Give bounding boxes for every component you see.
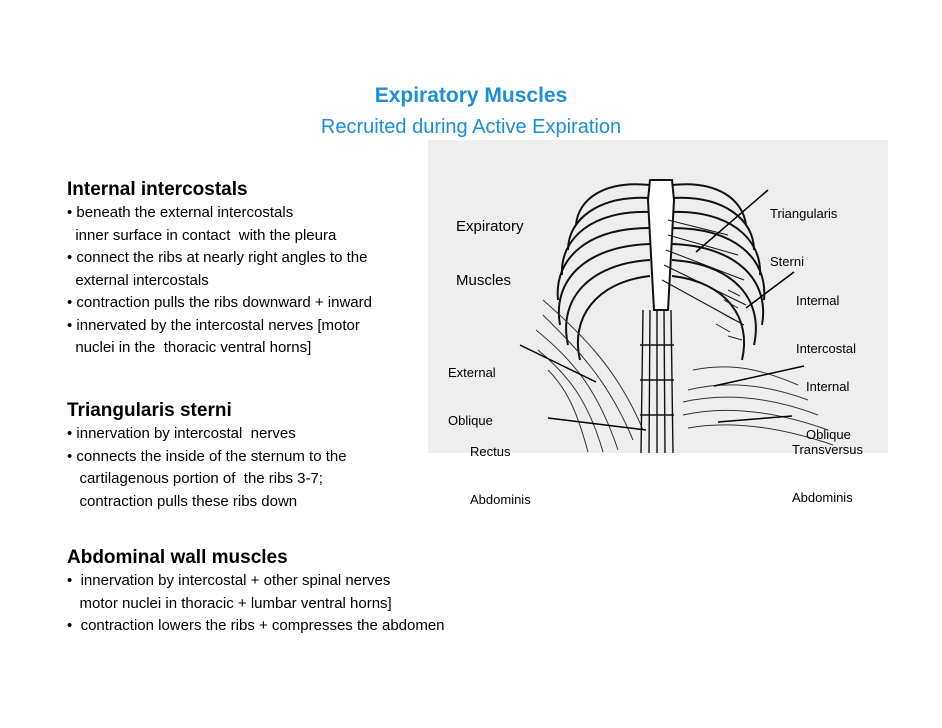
section-line: contraction pulls these ribs down — [67, 492, 298, 510]
section-triangularis-sterni: Triangularis sterni • innervation by int… — [67, 399, 347, 513]
label-line: Triangularis — [770, 206, 838, 221]
figure-heading-line: Muscles — [456, 272, 512, 289]
section-line: • innervation by intercostal nerves — [67, 425, 296, 442]
section-line: • contraction pulls the ribs downward + … — [67, 294, 372, 311]
label-line: Abdominis — [470, 492, 531, 507]
section-line: • connects the inside of the sternum to … — [67, 447, 347, 465]
section-line: motor nuclei in thoracic + lumbar ventra… — [67, 594, 392, 612]
label-line: Oblique — [806, 427, 851, 442]
expiratory-muscles-figure: Expiratory Muscles Triangularis Sterni I… — [428, 140, 888, 507]
slide-subtitle: Recruited during Active Expiration — [320, 116, 622, 138]
section-line: cartilagenous portion of the ribs 3-7; — [67, 470, 323, 487]
label-triangularis-sterni: Triangularis Sterni — [770, 174, 837, 302]
label-line: Sterni — [770, 254, 804, 269]
section-line: • innervated by the intercostal nerves [… — [67, 316, 360, 334]
label-line: Oblique — [448, 413, 493, 428]
label-line: External — [448, 365, 496, 380]
section-heading: Triangularis sterni — [67, 400, 232, 421]
label-line: Intercostal — [796, 341, 856, 356]
section-heading: Internal intercostals — [67, 179, 248, 200]
section-heading: Abdominal wall muscles — [67, 547, 288, 568]
section-internal-intercostals: Internal intercostals • beneath the exte… — [67, 178, 372, 360]
section-abdominal-wall-muscles: Abdominal wall muscles • innervation by … — [67, 546, 445, 638]
label-internal-oblique: Internal Oblique — [806, 347, 851, 475]
label-line: Transversus — [792, 442, 864, 457]
label-line: Abdominis — [792, 490, 853, 505]
anatomy-drawing — [428, 140, 888, 453]
section-line: • connect the ribs at nearly right angle… — [67, 249, 368, 266]
label-external-oblique: External Oblique — [448, 333, 496, 461]
section-line: • contraction lowers the ribs + compress… — [67, 617, 445, 634]
section-line: inner surface in contact with the pleura — [67, 226, 337, 244]
label-line: Rectus — [470, 444, 511, 459]
section-line: nuclei in the thoracic ventral horns] — [67, 339, 312, 356]
label-transversus-abdominis: Transversus Abdominis — [792, 410, 863, 538]
label-line: Internal — [806, 379, 850, 394]
figure-heading: Expiratory Muscles — [456, 182, 524, 326]
section-line: • innervation by intercostal + other spi… — [67, 572, 391, 589]
label-line: Internal — [796, 293, 840, 308]
label-internal-intercostal: Internal Intercostal — [796, 261, 856, 389]
label-rectus-abdominis: Rectus Abdominis — [470, 412, 531, 540]
section-line: external intercostals — [67, 271, 209, 289]
figure-heading-line: Expiratory — [456, 218, 524, 235]
section-line: • beneath the external intercostals — [67, 204, 294, 221]
slide-title: Expiratory Muscles — [374, 84, 568, 107]
